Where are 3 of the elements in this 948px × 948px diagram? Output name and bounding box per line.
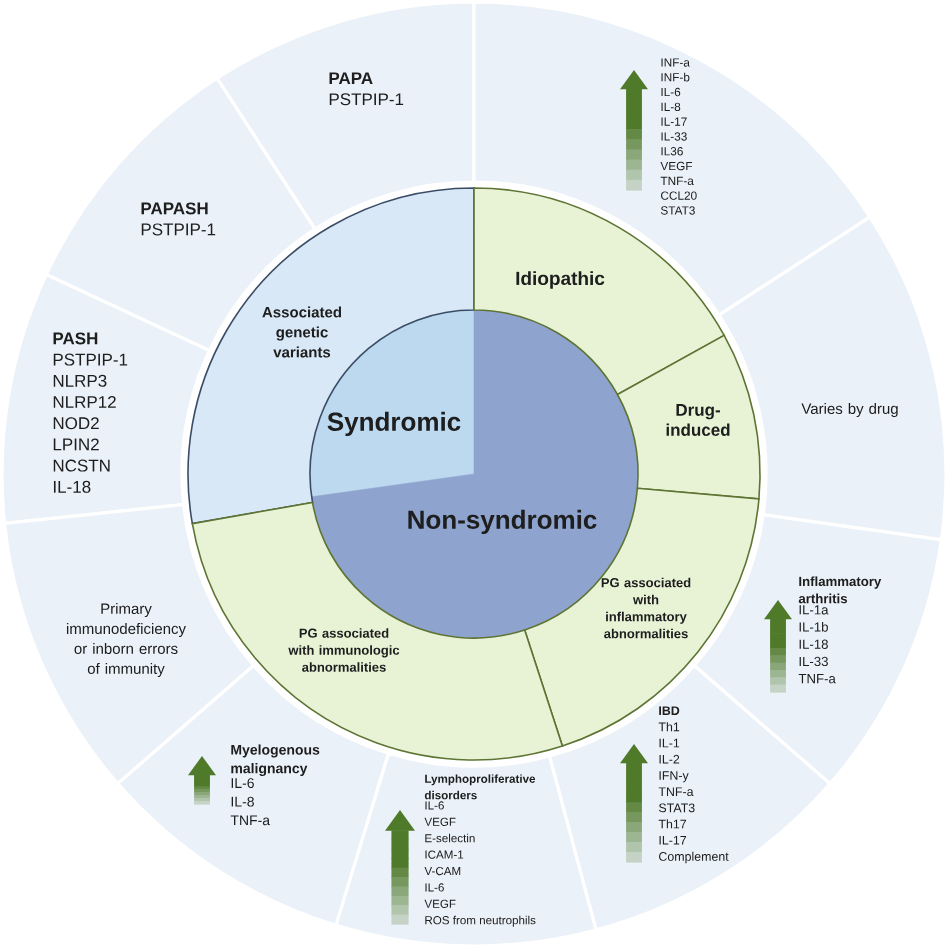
ring-segment: PASH PSTPIP-1 NLRP3 NLRP12 NOD2 LPIN2 NCSTN IL-18 — [0, 272, 211, 525]
ring-segment: Drug-induced — [616, 334, 761, 500]
ring-segment: PAPA PSTPIP-1 — [215, 0, 476, 231]
